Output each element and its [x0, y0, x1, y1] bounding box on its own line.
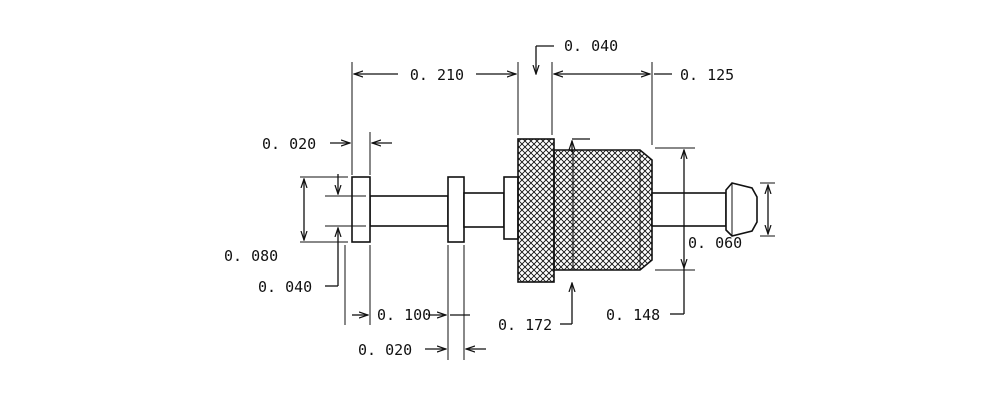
mid-shaft	[463, 192, 505, 228]
dim-label-0100: 0. 100	[377, 306, 431, 324]
dimension-lines	[304, 45, 768, 349]
chamfered-tip	[725, 182, 758, 237]
pin-body	[351, 138, 758, 283]
dim-label-0148: 0. 148	[606, 306, 660, 324]
dim-label-0125: 0. 125	[680, 66, 734, 84]
tip-shaft	[651, 192, 727, 227]
extension-lines	[300, 62, 775, 360]
middle-collar	[447, 176, 465, 243]
dim-label-0210: 0. 210	[410, 66, 464, 84]
shoulder	[503, 176, 519, 240]
left-flange	[351, 176, 371, 243]
tail-shaft	[369, 195, 449, 227]
dim-label-0080: 0. 080	[224, 247, 278, 265]
dim-label-0172: 0. 172	[498, 316, 552, 334]
dim-label-0020-left: 0. 020	[262, 135, 316, 153]
dim-label-0040-left: 0. 040	[258, 278, 312, 296]
dim-label-0020-bottom: 0. 020	[358, 341, 412, 359]
dimension-labels: 0. 210 0. 040 0. 125 0. 020 0. 080 0. 04…	[224, 37, 742, 359]
dim-label-0060: 0. 060	[688, 234, 742, 252]
dim-label-0040-top: 0. 040	[564, 37, 618, 55]
knurled-body	[517, 138, 653, 283]
